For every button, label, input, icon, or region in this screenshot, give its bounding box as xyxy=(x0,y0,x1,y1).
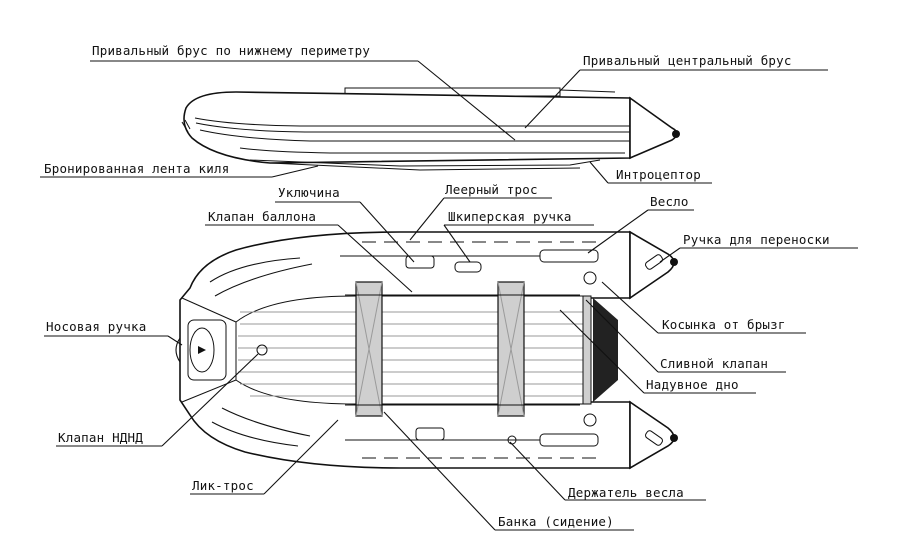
label-drain-valve: Сливной клапан xyxy=(660,356,769,371)
label-safety-rope: Леерный трос xyxy=(445,182,538,197)
label-valve-ndnd: Клапан НДНД xyxy=(58,430,143,445)
label-bow-handle: Носовая ручка xyxy=(46,319,147,334)
label-rub-lower: Привальный брус по нижнему периметру xyxy=(92,43,371,58)
label-valve-tube: Клапан баллона xyxy=(208,209,317,224)
label-spray-guard: Косынка от брызг xyxy=(662,317,786,332)
label-skipper-handle: Шкиперская ручка xyxy=(448,209,572,224)
boat-top-view xyxy=(175,230,678,470)
label-lik-rope: Лик-трос xyxy=(192,478,254,493)
label-rub-center: Привальный центральный брус xyxy=(583,53,792,68)
label-inflatable-floor: Надувное дно xyxy=(646,377,739,392)
label-oarlock: Уключина xyxy=(278,185,340,200)
label-oar: Весло xyxy=(650,194,689,209)
label-oar-holder: Держатель весла xyxy=(568,485,684,500)
leader-lines xyxy=(40,60,858,531)
label-intercepter: Интроцептор xyxy=(616,167,701,182)
label-keel-tape: Бронированная лента киля xyxy=(44,161,230,176)
label-seat: Банка (сидение) xyxy=(498,514,614,529)
boat-side-view xyxy=(181,87,680,171)
label-carry-handle: Ручка для переноски xyxy=(683,232,830,247)
